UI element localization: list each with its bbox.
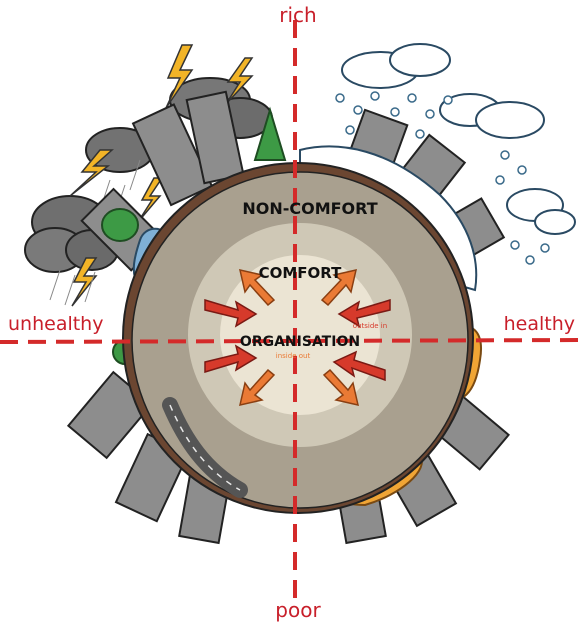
axis-label-bottom: poor [275,598,321,622]
label-inside-out: inside out [276,352,311,360]
zone-label-organisation: ORGANISATION [240,334,360,350]
label-outside-in: outside in [353,322,387,330]
zone-label-comfort: COMFORT [259,264,343,282]
axis-label-top: rich [279,3,316,27]
axis-label-right: healthy [504,313,575,335]
axis-label-left: unhealthy [8,313,103,335]
zone-label-non-comfort: NON-COMFORT [242,199,377,218]
